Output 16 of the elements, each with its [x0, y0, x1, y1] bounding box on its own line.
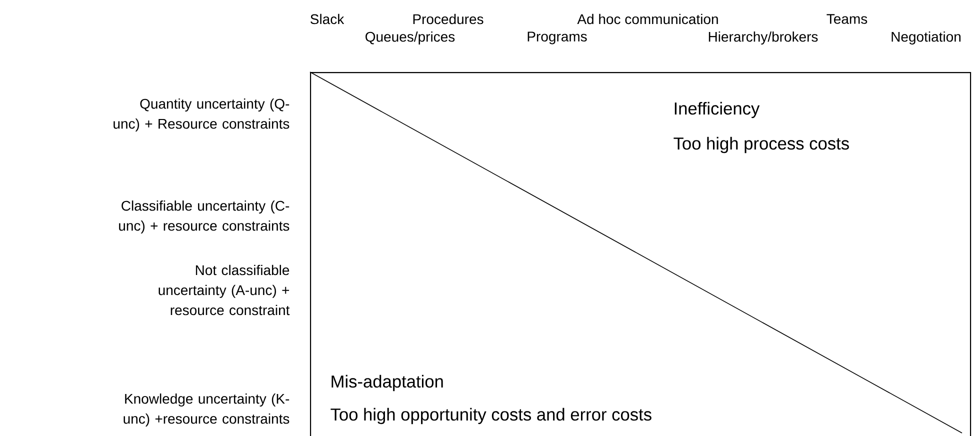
coordination-mechanism-label: Negotiation [892, 31, 960, 45]
region-heading: Inefficiency [674, 102, 760, 118]
uncertainty-label: Quantity uncertainty (Q-unc) + Resource constraints [114, 98, 290, 132]
coordination-mechanism-label: Slack [310, 14, 344, 24]
coordination-mechanism-label: Ad hoc communication [577, 14, 718, 24]
coordination-mechanism-label: Queues/prices [366, 31, 455, 45]
coordination-mechanism-label: Programs [528, 32, 587, 44]
uncertainty-label: Knowledge uncertainty (K-unc) +resource constraints [124, 393, 290, 427]
region-description: Too high process costs [674, 136, 849, 154]
region-heading: Mis-adaptation [332, 374, 443, 392]
coordination-mechanism-label: Teams [826, 14, 868, 24]
uncertainty-label: Not classifiable uncertainty (A-unc) + resource constraint [158, 264, 290, 316]
coordination-mechanism-label: Procedures [413, 14, 484, 24]
region-description: Too high opportunity costs and error costs [330, 408, 652, 424]
coordination-mechanism-label: Hierarchy/brokers [708, 31, 818, 45]
uncertainty-label: Classifiable uncertainty (C-unc) + resource constraints [119, 200, 290, 234]
